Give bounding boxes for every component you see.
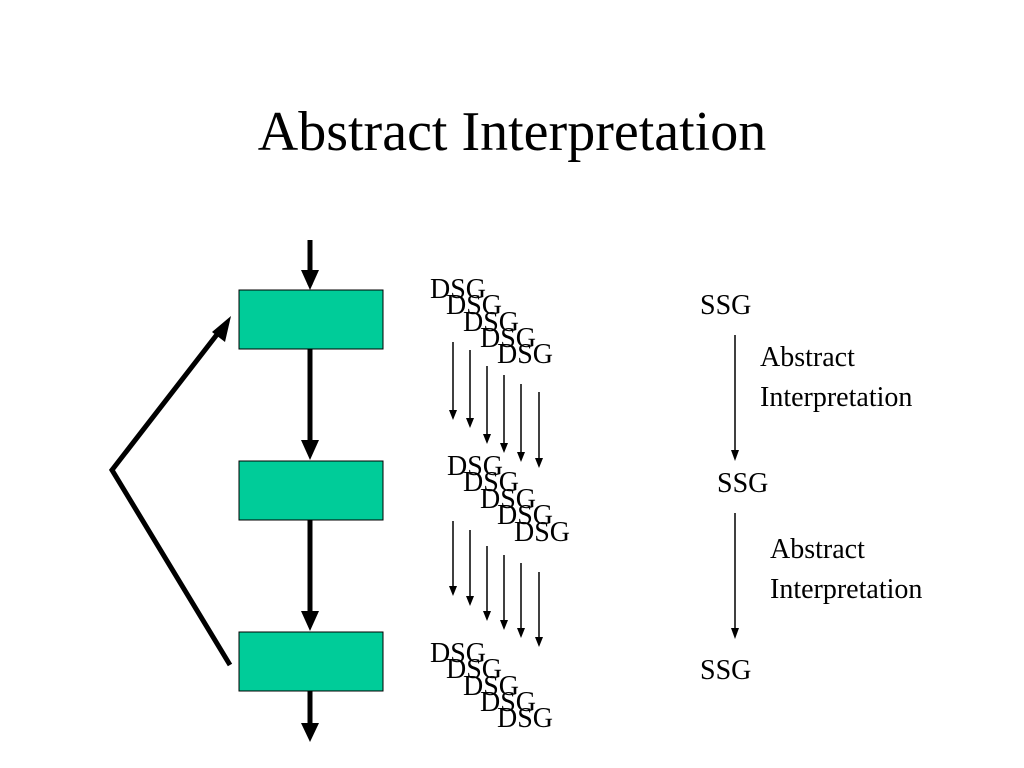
dsg-label: DSG: [463, 671, 519, 702]
dsg-arrow-head: [535, 458, 543, 468]
dsg-group-2: DSG DSG DSG DSG DSG: [447, 451, 570, 548]
dsg-arrow-head: [466, 596, 474, 606]
dsg-label: DSG: [446, 654, 502, 685]
flow-arrow-1-head: [301, 440, 319, 460]
dsg-label: DSG: [463, 467, 519, 498]
dsg-arrow-head: [466, 418, 474, 428]
dsg-arrows-1: [449, 342, 543, 468]
step-1-line1: Abstract: [760, 342, 855, 373]
dsg-arrow-head: [449, 410, 457, 420]
dsg-label: DSG: [480, 484, 536, 515]
flow-arrow-2-head: [301, 611, 319, 631]
ssg-label-3: SSG: [700, 655, 751, 686]
dsg-label: DSG: [497, 500, 553, 531]
dsg-label: DSG: [446, 290, 502, 321]
dsg-label: DSG: [480, 687, 536, 718]
dsg-label: DSG: [447, 451, 503, 482]
dsg-label: DSG: [463, 307, 519, 338]
ssg-column: SSG Abstract Interpretation SSG Abstract…: [700, 290, 922, 686]
flow-arrow-out-head: [301, 723, 319, 742]
ssg-arrow-2-head: [731, 628, 739, 639]
dsg-arrow-head: [517, 628, 525, 638]
slide-title: Abstract Interpretation: [257, 101, 767, 163]
ssg-arrow-1-head: [731, 450, 739, 461]
dsg-label: DSG: [480, 323, 536, 354]
ssg-label-1: SSG: [700, 290, 751, 321]
step-1-line2: Interpretation: [760, 382, 912, 413]
dsg-arrow-head: [483, 611, 491, 621]
dsg-group-3: DSG DSG DSG DSG DSG: [430, 638, 553, 734]
dsg-label: DSG: [514, 517, 570, 548]
dsg-label: DSG: [497, 339, 553, 370]
step-2-line2: Interpretation: [770, 574, 922, 605]
dsg-arrow-head: [500, 620, 508, 630]
dsg-arrow-head: [517, 452, 525, 462]
feedback-loop-head: [212, 316, 231, 342]
dsg-label: DSG: [497, 703, 553, 734]
flow-arrow-in-head: [301, 270, 319, 290]
dsg-label: DSG: [430, 274, 486, 305]
flow-box-3: [238, 631, 384, 692]
dsg-label: DSG: [430, 638, 486, 669]
flow-box-2: [238, 460, 384, 521]
dsg-arrow-head: [483, 434, 491, 444]
flow-diagram: [108, 240, 384, 742]
dsg-arrow-head: [449, 586, 457, 596]
feedback-loop-line: [108, 326, 233, 667]
ssg-label-2: SSG: [717, 468, 768, 499]
dsg-group-1: DSG DSG DSG DSG DSG: [430, 274, 553, 370]
dsg-arrow-head: [535, 637, 543, 647]
step-2-line1: Abstract: [770, 534, 865, 565]
dsg-arrows-2: [449, 521, 543, 647]
flow-box-1: [238, 289, 384, 350]
dsg-arrow-head: [500, 443, 508, 453]
